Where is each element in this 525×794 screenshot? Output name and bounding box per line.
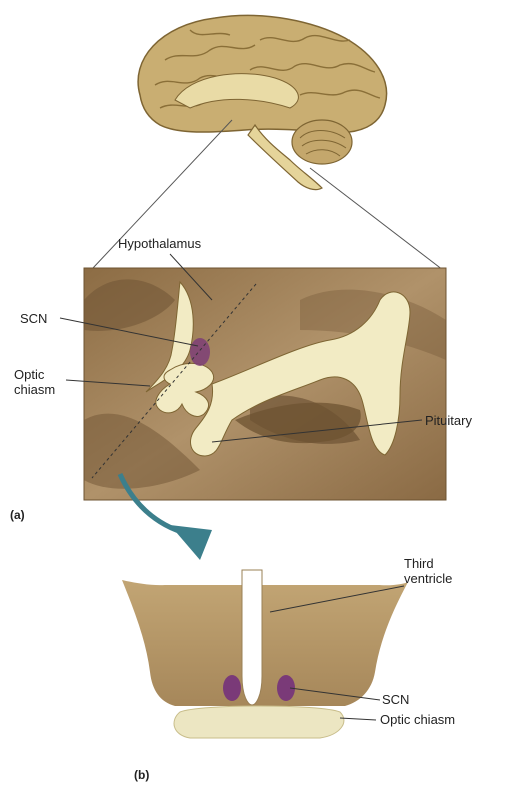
label-scn-b: SCN xyxy=(382,692,409,707)
label-pituitary: Pituitary xyxy=(425,413,472,428)
label-third-ventricle: Third ventricle xyxy=(404,556,452,586)
panel-label-b: (b) xyxy=(134,768,149,782)
cerebellum xyxy=(292,120,352,164)
section-a xyxy=(84,268,446,500)
label-optic-chiasm-b: Optic chiasm xyxy=(380,712,455,727)
brain-illustration xyxy=(138,15,386,189)
third-ventricle-b xyxy=(242,570,262,705)
panel-label-a: (a) xyxy=(10,508,25,522)
section-b xyxy=(122,570,408,738)
coronal-tissue xyxy=(122,580,408,706)
scn-b-left xyxy=(223,675,241,701)
label-scn-a: SCN xyxy=(20,311,47,326)
zoom-line-right xyxy=(310,168,443,270)
scn-a-spot xyxy=(190,338,210,366)
label-hypothalamus: Hypothalamus xyxy=(118,236,201,251)
label-optic-chiasm-a: Optic chiasm xyxy=(14,367,55,397)
cerebrum xyxy=(138,15,386,132)
optic-chiasm-b xyxy=(174,706,344,738)
